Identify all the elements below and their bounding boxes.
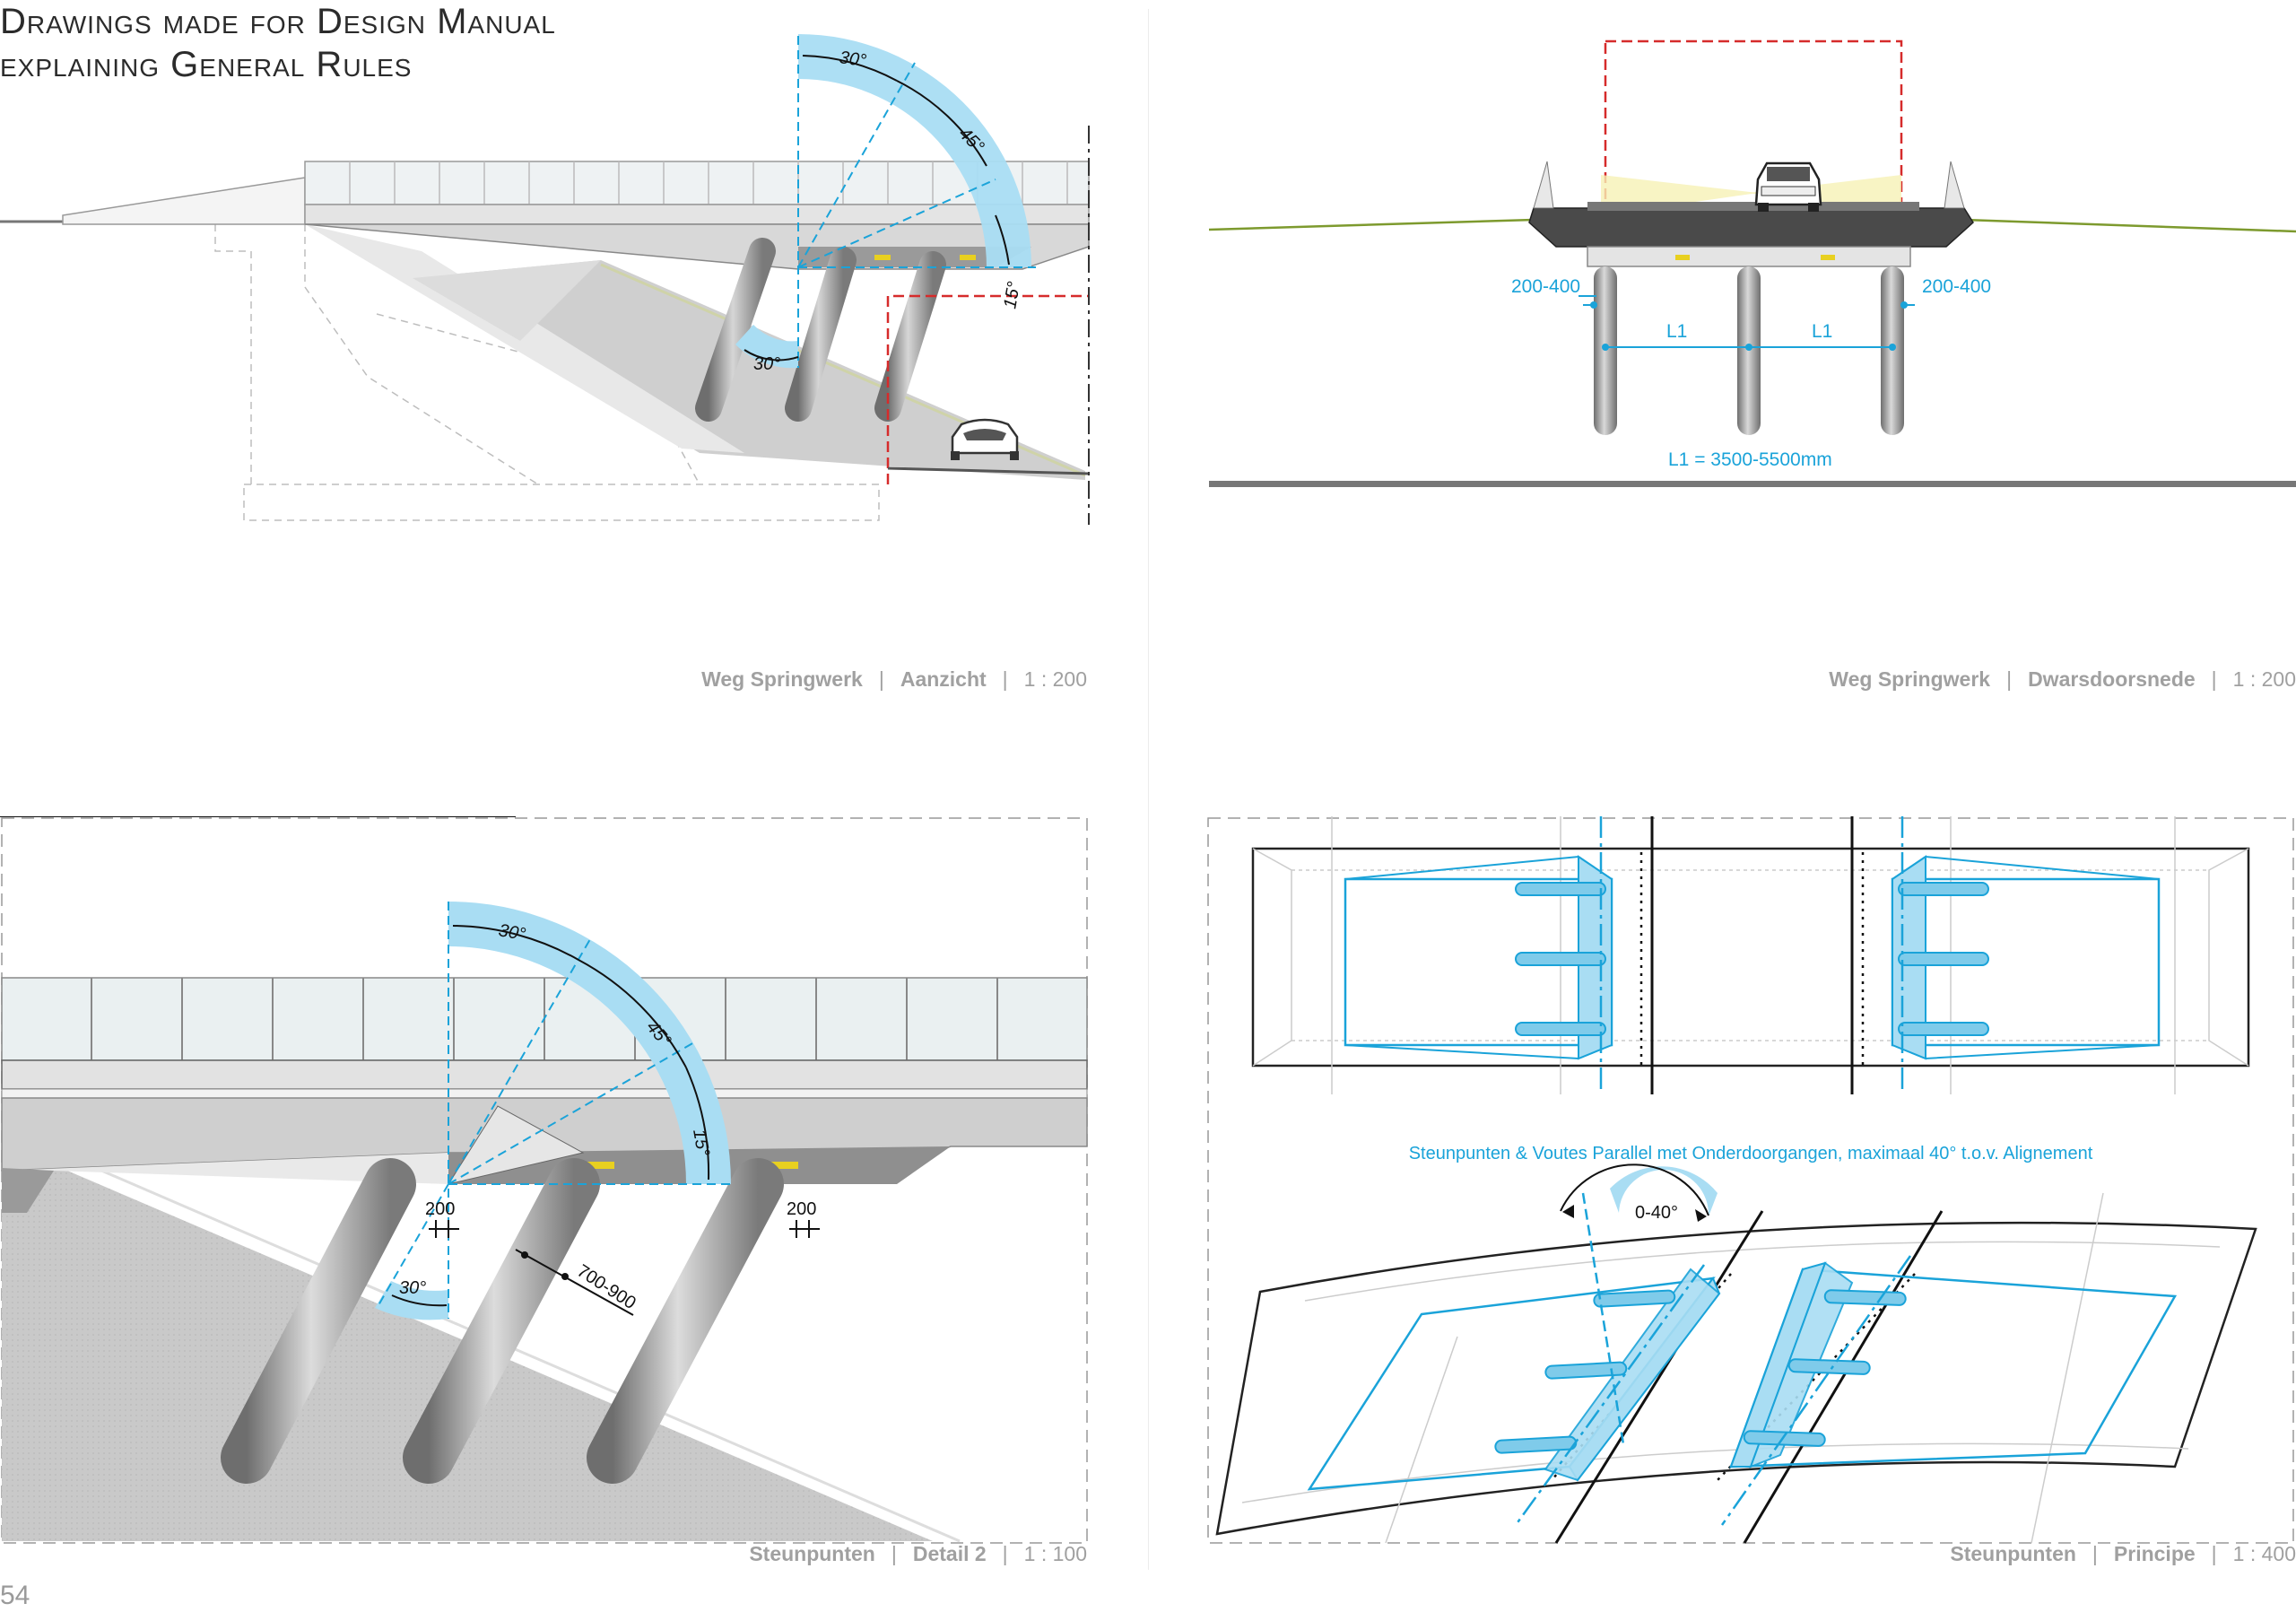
car-icon [951, 418, 1019, 460]
principle-drawing: Steunpunten & Voutes Parallel met Onderd… [1207, 816, 2294, 1544]
inclined-columns [221, 1158, 784, 1484]
elevation-drawing: 30° 45° 15° 30° [0, 34, 1090, 525]
dim-right-200: 200 [787, 1199, 816, 1219]
approach-ramp [62, 177, 306, 225]
span-left: L1 [1666, 321, 1687, 342]
caption-cross-view: Dwarsdoorsnede [2028, 667, 2196, 691]
page-title-line-2: explaining General Rules [0, 45, 413, 84]
angle-label-30-bottom: 30° [399, 1278, 426, 1298]
angle-bottom-band [375, 1281, 448, 1320]
angle-label-30-bottom: 30° [753, 354, 780, 374]
page-title: Drawings made for Design Manual explaini… [0, 0, 556, 86]
caption-cross-road: Weg Springwerk [1829, 667, 1991, 691]
caption-principle: Steunpunten|Principe|1 : 400 [1950, 1542, 2296, 1565]
angle-label-15: 15° [689, 1128, 713, 1158]
grass-right [1963, 218, 2296, 233]
angle-label-15: 15° [1000, 280, 1024, 310]
caption-elevation-scale: 1 : 200 [1023, 667, 1087, 691]
diameter-dimension-line [515, 1249, 634, 1316]
deck-slab [1, 1059, 1088, 1090]
caption-elevation-road: Weg Springwerk [701, 667, 863, 691]
cross-section-drawing: 200-400 200-400 L1 L1 L1 = 3500-5500mm [1208, 39, 2296, 487]
caption-elevation-view: Aanzicht [900, 667, 987, 691]
grass-left [1208, 218, 1535, 231]
angle-label-30-top: 30° [838, 48, 867, 71]
caption-detail-road: Steunpunten [749, 1542, 875, 1565]
abutment-right-skew [1729, 1261, 2178, 1468]
page-divider [1148, 9, 1149, 1570]
span-note: L1 = 3500-5500mm [1668, 449, 1832, 470]
panel-elevation: 30° 45° 15° 30° [0, 0, 1094, 538]
deck-slab [304, 204, 1090, 225]
abutment-left-skew [1307, 1268, 1721, 1491]
plan-straight-outline [1251, 847, 2250, 1067]
caption-cross-scale: 1 : 200 [2232, 667, 2296, 691]
angle-label-30-top: 30° [497, 920, 527, 945]
abutment-right-plan [1891, 855, 2161, 1060]
angle-range-label: 0-40° [1635, 1203, 1678, 1223]
dim-left: 200-400 [1511, 276, 1580, 297]
railing [304, 161, 1090, 205]
angle-arc-band [448, 902, 731, 1184]
caption-principle-road: Steunpunten [1950, 1542, 2076, 1565]
principle-note: Steunpunten & Voutes Parallel met Onderd… [1409, 1144, 2093, 1163]
caption-detail-scale: 1 : 100 [1023, 1542, 1087, 1565]
caption-detail-view: Detail 2 [912, 1542, 987, 1565]
dim-right: 200-400 [1922, 276, 1991, 297]
car-front-icon [1754, 161, 1822, 212]
dim-left-200: 200 [425, 1199, 455, 1219]
detail-drawing: 30° 45° 15° 30° 200 200 700-900 [0, 816, 1088, 1544]
panel-principle: Steunpunten & Voutes Parallel met Onderd… [1206, 816, 2296, 1552]
caption-principle-scale: 1 : 400 [2232, 1542, 2296, 1565]
caption-detail: Steunpunten|Detail 2|1 : 100 [749, 1542, 1087, 1565]
cap-beam [1587, 246, 1911, 267]
underpass-road [413, 260, 1085, 480]
page-title-line-1: Drawings made for Design Manual [0, 2, 556, 41]
road-below [1209, 481, 2296, 487]
clearance-envelope [886, 294, 1089, 484]
caption-principle-view: Principe [2113, 1542, 2196, 1565]
panel-detail: 30° 45° 15° 30° 200 200 700-900 [0, 816, 1094, 1552]
span-right: L1 [1812, 321, 1832, 342]
caption-elevation: Weg Springwerk|Aanzicht|1 : 200 [701, 667, 1087, 691]
plan-curved-outline [1215, 1221, 2257, 1536]
principle-frame [1207, 817, 2294, 1544]
page-number: 54 [0, 1581, 30, 1610]
angle-bottom-band [735, 325, 798, 369]
inclined-columns [695, 238, 946, 422]
embankment [305, 224, 744, 453]
panel-cross-section: 200-400 200-400 L1 L1 L1 = 3500-5500mm [1202, 0, 2296, 538]
caption-cross-section: Weg Springwerk|Dwarsdoorsnede|1 : 200 [1829, 667, 2296, 691]
deck-section [1528, 207, 1974, 248]
